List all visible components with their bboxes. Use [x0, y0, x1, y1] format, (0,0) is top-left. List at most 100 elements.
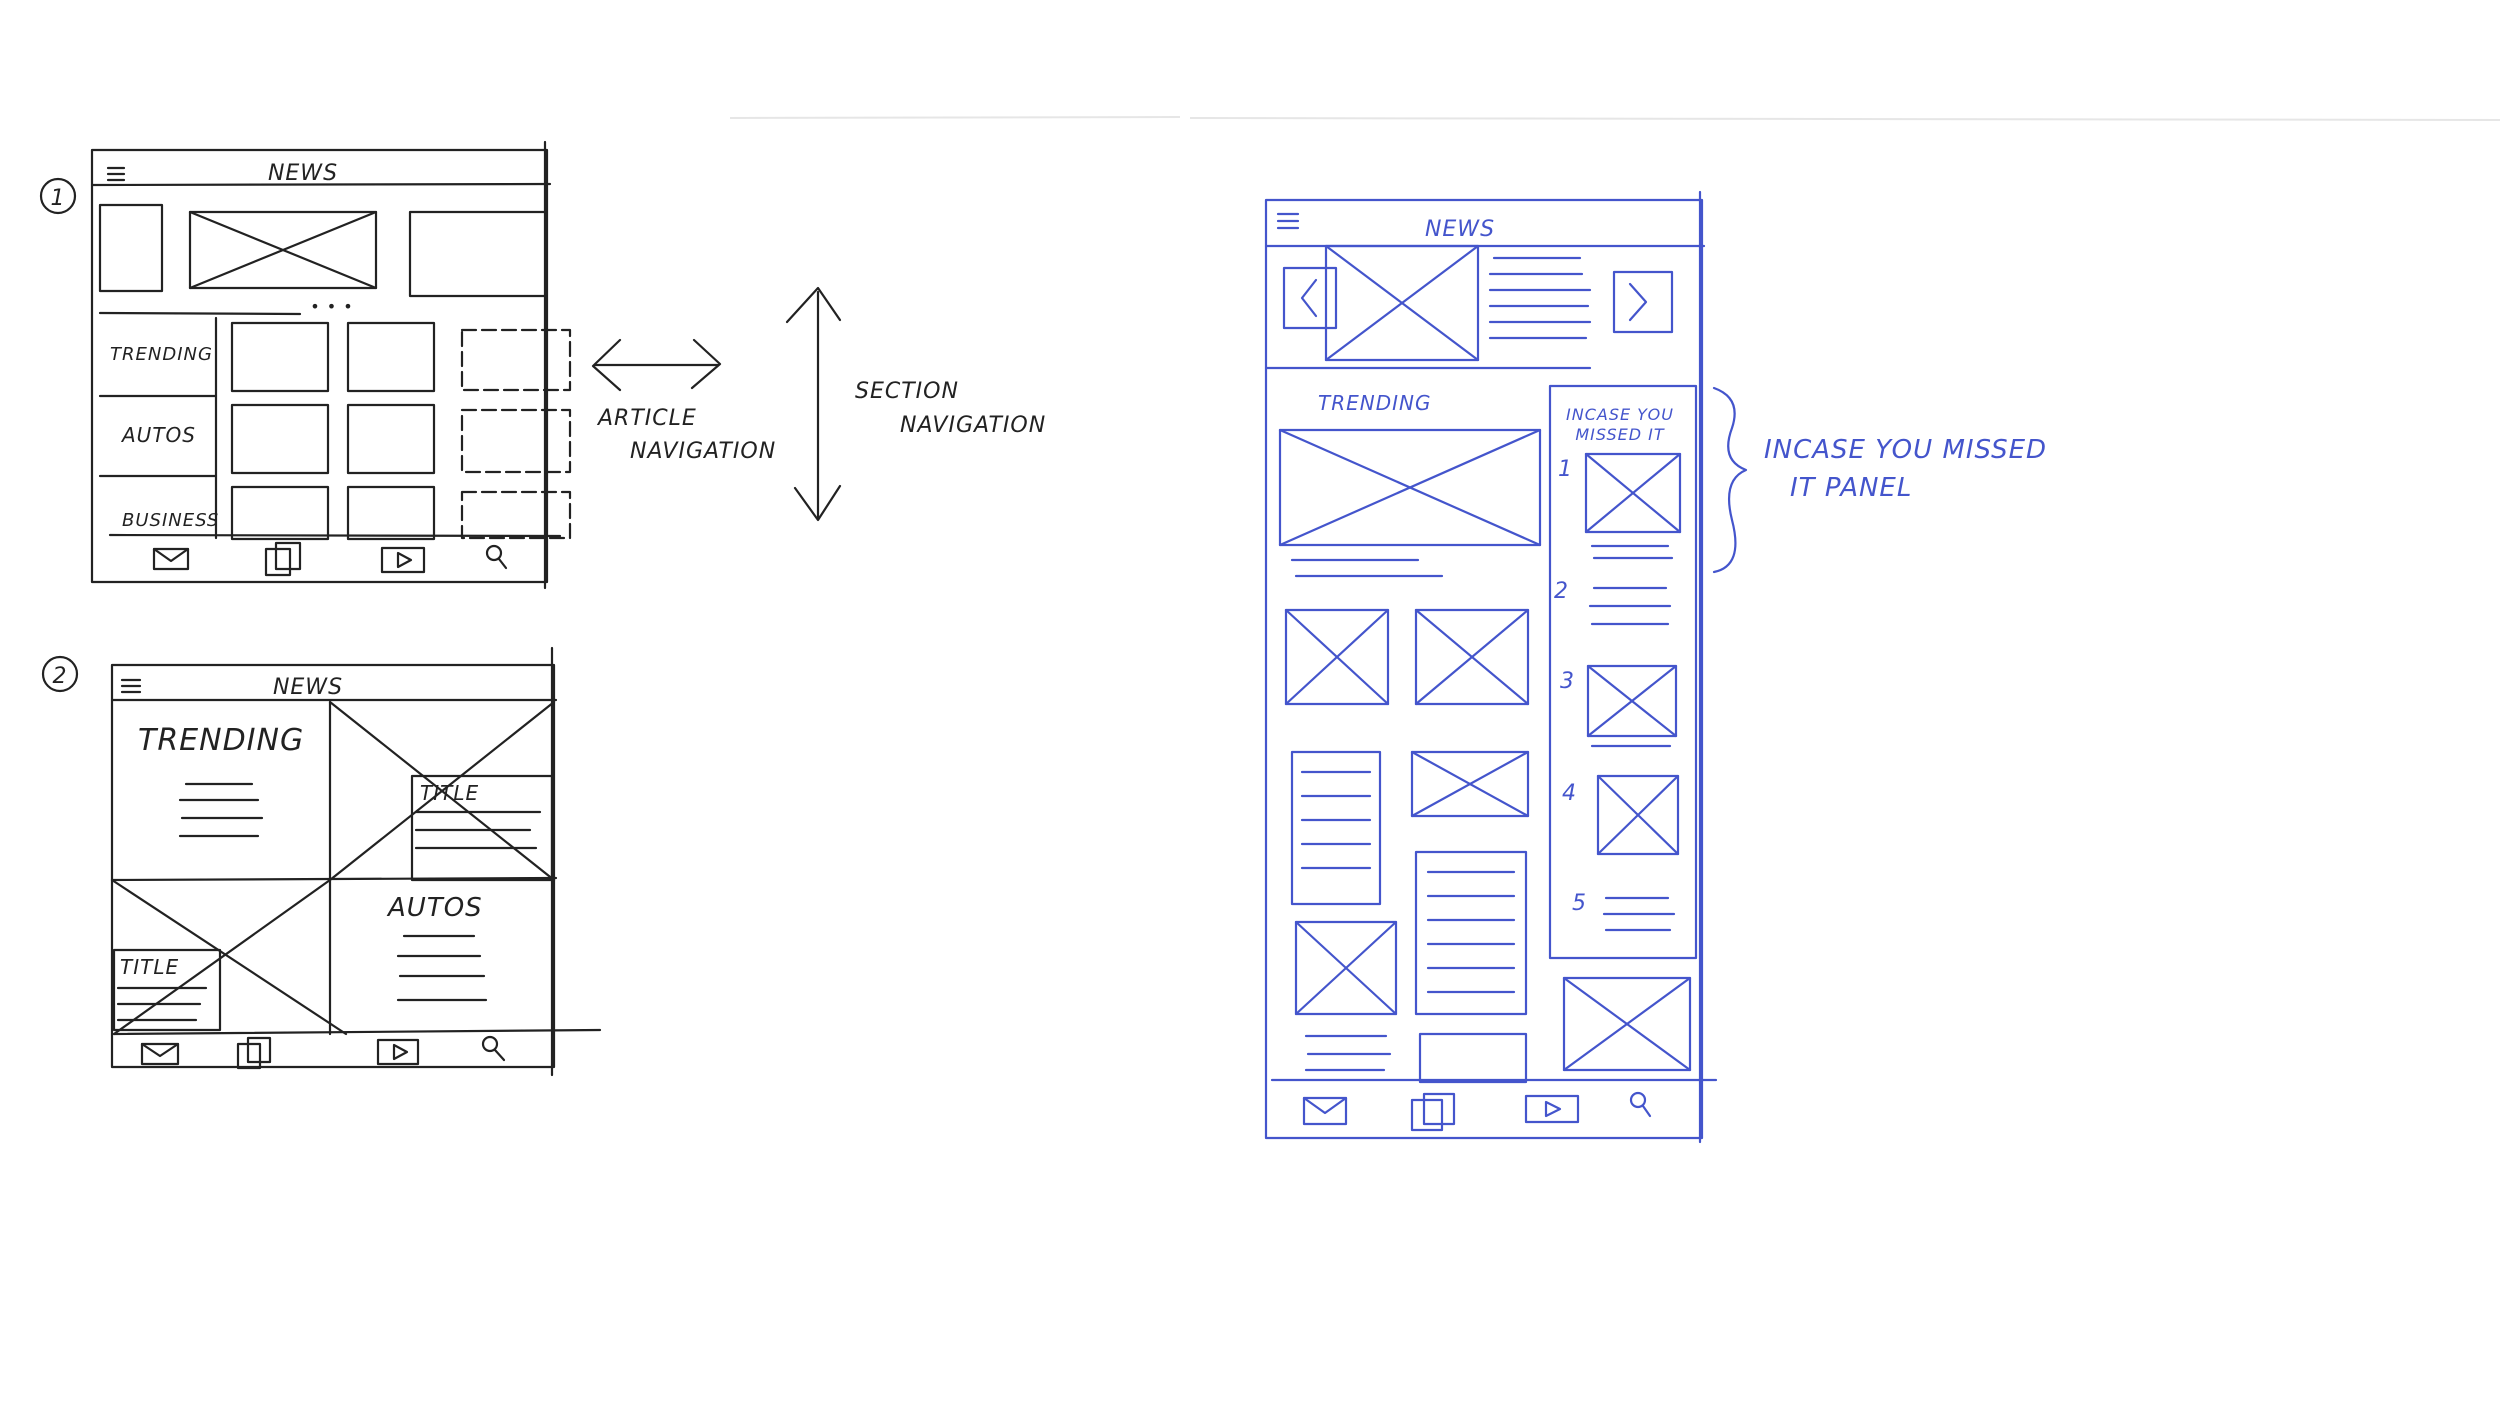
panel-title: MISSED IT — [1575, 425, 1665, 444]
chevron-right-icon — [1628, 282, 1648, 322]
panel-callout-annotation: INCASE YOU MISSED IT PANEL — [1712, 386, 2047, 574]
paper-edge — [729, 116, 1181, 119]
image-placeholder — [1596, 774, 1680, 856]
tile-heading: TRENDING — [138, 723, 304, 758]
article-card — [230, 403, 330, 475]
mail-icon — [140, 1042, 180, 1066]
app-title: NEWS — [268, 161, 338, 186]
phone-frame — [110, 663, 556, 1069]
step-number-circle — [39, 177, 77, 215]
article-card — [1418, 1032, 1528, 1084]
carousel-prev-button — [1282, 266, 1338, 330]
carousel-prev-card — [98, 203, 164, 293]
carousel-next-card — [408, 210, 548, 298]
article-navigation-annotation: ARTICLE NAVIGATION — [591, 338, 776, 464]
menu-icon — [106, 166, 126, 182]
image-placeholder — [1410, 750, 1530, 818]
mail-icon — [1302, 1096, 1348, 1126]
search-icon — [481, 1035, 506, 1062]
pages-icon — [1410, 1092, 1456, 1132]
arrow-head-left — [591, 338, 622, 392]
article-card — [346, 321, 436, 393]
image-placeholder — [1562, 976, 1692, 1072]
carousel-next-button — [1612, 270, 1674, 334]
step-number: 2 — [53, 664, 68, 689]
search-icon — [1629, 1091, 1652, 1118]
callout-label: IT PANEL — [1790, 473, 1912, 503]
image-placeholder — [1414, 608, 1530, 706]
text-lines — [178, 782, 264, 838]
callout-label: INCASE YOU MISSED — [1764, 435, 2047, 465]
panel-item-number: 1 — [1558, 457, 1573, 482]
carousel-divider — [98, 311, 302, 316]
article-nav-label: ARTICLE — [596, 406, 697, 431]
hero-text-lines — [1488, 256, 1592, 340]
panel-title: INCASE YOU — [1566, 405, 1674, 424]
arrow-head-down — [793, 484, 842, 522]
section-label: TRENDING — [1318, 391, 1431, 415]
article-nav-label: NAVIGATION — [630, 439, 776, 464]
article-card-offscreen — [460, 408, 572, 474]
step-number-circle — [41, 655, 79, 693]
chevron-left-icon — [1300, 278, 1318, 318]
title-overlay — [410, 774, 554, 882]
tile-heading: AUTOS — [386, 893, 483, 923]
image-placeholder — [1294, 920, 1398, 1016]
video-icon — [1524, 1094, 1580, 1124]
video-icon — [376, 1038, 420, 1066]
section-label: AUTOS — [120, 423, 196, 447]
sketch-3-full-layout: NEWS TRENDING — [1264, 190, 1718, 1144]
image-placeholder — [110, 878, 348, 1036]
app-title: NEWS — [1425, 217, 1495, 242]
search-icon — [485, 544, 508, 570]
curly-brace — [1712, 386, 1748, 574]
arrow-head-up — [785, 286, 842, 324]
section-navigation-annotation: SECTION NAVIGATION — [785, 286, 1046, 522]
article-card — [346, 403, 436, 475]
menu-icon — [1276, 212, 1300, 230]
hero-image-placeholder — [1324, 244, 1480, 362]
image-placeholder — [328, 700, 556, 882]
image-placeholder — [1584, 452, 1682, 534]
incase-you-missed-it-panel — [1548, 384, 1698, 960]
text-article-card — [1290, 750, 1382, 906]
text-article-card — [1414, 850, 1528, 1016]
sketch-2-tile-grid: 2 NEWS TRENDING TITLE — [41, 646, 602, 1077]
panel-item-number: 2 — [1554, 579, 1569, 604]
header-divider — [90, 182, 552, 187]
carousel-dots: • • • — [310, 297, 353, 316]
article-card — [346, 485, 436, 541]
phone-frame — [1264, 198, 1704, 1140]
image-placeholder — [1284, 608, 1390, 706]
tile-divider-horizontal — [110, 876, 558, 882]
panel-item-number: 5 — [1572, 891, 1587, 916]
text-lines — [396, 934, 488, 1002]
video-icon — [380, 546, 426, 574]
menu-icon — [120, 678, 142, 694]
title-overlay — [112, 948, 222, 1032]
article-card — [230, 485, 330, 541]
section-label: BUSINESS — [122, 510, 219, 531]
tile-title: TITLE — [420, 781, 479, 805]
hero-image-placeholder — [188, 210, 378, 290]
article-card-offscreen — [460, 490, 572, 540]
toolbar-divider — [108, 533, 562, 538]
pages-icon — [264, 541, 302, 577]
paper-edge — [1189, 117, 2500, 121]
phone-frame — [90, 148, 549, 584]
arrow-head-right — [690, 338, 722, 390]
pages-icon — [236, 1036, 272, 1070]
article-card — [230, 321, 330, 393]
section-nav-label: NAVIGATION — [900, 413, 1046, 438]
panel-item-number: 4 — [1562, 781, 1577, 806]
image-placeholder — [1586, 664, 1678, 738]
step-number: 1 — [51, 186, 66, 211]
app-title: NEWS — [273, 675, 343, 700]
tile-title: TITLE — [120, 955, 179, 979]
sketch-1-section-grid: 1 NEWS • • • TRENDING AUTOS BUSINESS — [39, 140, 572, 590]
section-nav-label: SECTION — [855, 379, 959, 404]
article-card-grid — [230, 321, 572, 541]
toolbar-divider — [112, 1028, 602, 1036]
featured-image-placeholder — [1278, 428, 1542, 547]
